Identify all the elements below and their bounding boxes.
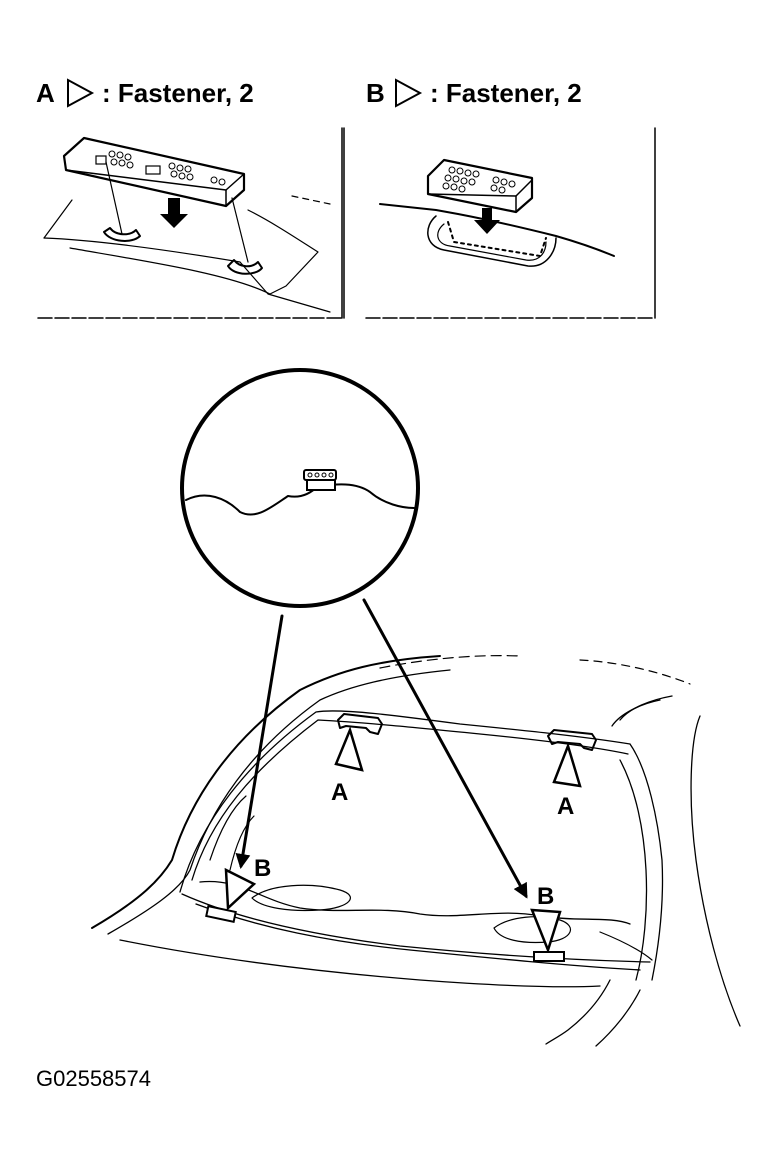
fastener-b-left-marker (205, 867, 257, 923)
panel-b-caption: : Fastener, 2 (430, 78, 582, 108)
callout-b-left-label: B (254, 855, 271, 882)
fastener-a-detail (62, 136, 246, 208)
pointer-line-right (362, 598, 528, 899)
panel-b-letter: B (366, 78, 385, 108)
callout-b-right-triangle-icon (530, 908, 562, 954)
fastener-a-left-marker (334, 713, 383, 772)
panel-a-triangle-icon (67, 78, 95, 108)
callout-a-right-label: A (557, 793, 574, 820)
vehicle-headliner-view (91, 655, 741, 1047)
panel-b-drawing (343, 127, 656, 319)
callout-b-right-label: B (537, 883, 554, 910)
fastener-b-detail (426, 158, 534, 214)
fastener-b-right-marker (530, 908, 565, 962)
magnified-fastener (303, 469, 337, 491)
callout-a-left-triangle-icon (334, 726, 364, 772)
panel-a-drawing (37, 127, 343, 319)
callout-b-left-triangle-icon (224, 867, 257, 911)
fastener-a-right-marker (547, 729, 597, 788)
magnified-view-circle (180, 368, 420, 608)
panel-a-letter: A (36, 78, 55, 108)
pointer-line-left (235, 614, 284, 869)
panel-a-header: A : Fastener, 2 (36, 78, 254, 108)
figure-id: G02558574 (36, 1066, 151, 1091)
panel-a-caption: : Fastener, 2 (102, 78, 254, 108)
panel-b-triangle-icon (395, 78, 423, 108)
callout-a-left-label: A (331, 779, 348, 806)
callout-a-right-triangle-icon (552, 742, 582, 788)
panel-b-header: B : Fastener, 2 (366, 78, 582, 108)
